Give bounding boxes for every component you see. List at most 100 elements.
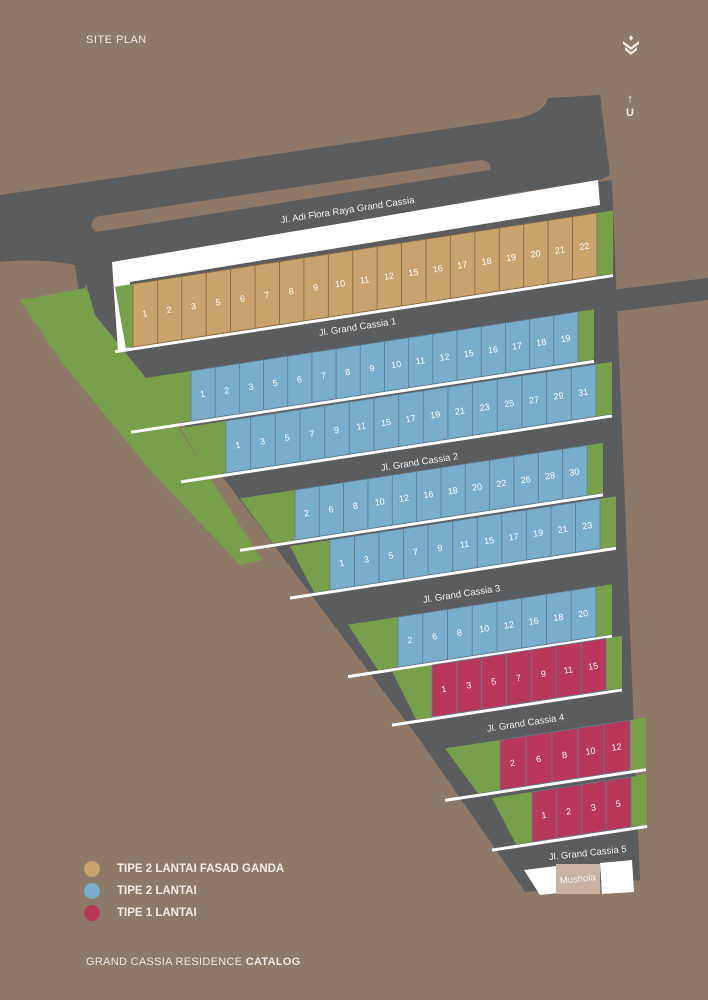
lot-row: 1 2 3 5: [491, 774, 648, 852]
lot-number: 7: [309, 429, 315, 440]
white-plot-left: [524, 866, 558, 895]
lot-number: 7: [412, 547, 418, 558]
north-indicator: ↑ U: [622, 92, 638, 120]
lot-number: 12: [439, 351, 450, 362]
lot-blue[interactable]: [570, 363, 597, 421]
lot-number: 6: [296, 374, 302, 385]
lot-number: 23: [479, 402, 490, 413]
lot-blue[interactable]: [575, 498, 601, 553]
lot-number: 5: [215, 297, 221, 308]
lot-number: 19: [505, 252, 516, 263]
lot-number: 8: [352, 500, 358, 511]
lot-number: 22: [496, 478, 507, 489]
legend-label: TIPE 2 LANTAI FASAD GANDA: [117, 863, 285, 875]
lot-number: 3: [259, 436, 265, 447]
lot-number: 5: [284, 432, 290, 443]
lot-number: 11: [356, 421, 367, 432]
lot-number: 9: [312, 282, 318, 293]
lot-boundary-line: [391, 688, 623, 727]
lot-number: 1: [142, 308, 148, 319]
lot-number: 6: [431, 631, 437, 642]
legend-item-tan: TIPE 2 LANTAI FASAD GANDA: [84, 858, 284, 880]
page-title: SITE PLAN: [86, 34, 147, 46]
lot-number: 9: [540, 669, 546, 680]
lot-number: 8: [345, 367, 351, 378]
lot-number: 19: [560, 333, 571, 344]
lot-number: 5: [490, 676, 496, 687]
lot-number: 23: [582, 520, 593, 531]
legend-label: TIPE 2 LANTAI: [117, 885, 197, 897]
lot-number: 8: [288, 286, 294, 297]
footer: GRAND CASSIA RESIDENCE CATALOG: [86, 956, 301, 968]
lot-number: 1: [235, 440, 241, 451]
legend-dot-icon: [84, 905, 100, 921]
lot-number: 6: [535, 754, 541, 765]
lot-number: 10: [374, 496, 385, 507]
green-space: [348, 617, 398, 671]
lot-number: 7: [320, 370, 326, 381]
lot-number: 17: [508, 531, 519, 542]
lot-number: 21: [557, 524, 568, 535]
green-space: [596, 361, 612, 417]
lot-blue[interactable]: [553, 311, 579, 366]
lot-number: 20: [530, 248, 541, 259]
legend-dot-icon: [84, 861, 100, 877]
lot-number: 20: [577, 608, 588, 619]
lot-number: 1: [441, 684, 447, 695]
lot-number: 3: [190, 301, 196, 312]
lot-blue[interactable]: [570, 586, 597, 641]
green-space: [181, 421, 226, 476]
lot-number: 20: [471, 481, 482, 492]
lot-number: 18: [481, 256, 492, 267]
lot-number: 1: [541, 810, 547, 821]
lot-tan[interactable]: [572, 212, 598, 281]
lot-boundary-line: [239, 493, 604, 552]
lot-number: 17: [511, 340, 522, 351]
lot-boundary-line: [180, 414, 613, 484]
lot-number: 19: [532, 527, 543, 538]
lot-number: 16: [528, 616, 539, 627]
lot-number: 5: [388, 550, 394, 561]
mushola-label: Mushola: [559, 872, 597, 887]
legend-item-blue: TIPE 2 LANTAI: [84, 880, 284, 902]
lot-number: 7: [264, 290, 270, 301]
lot-number: 26: [520, 474, 531, 485]
lot-boundary-line: [444, 768, 647, 802]
lot-number: 8: [456, 627, 462, 638]
green-space: [596, 584, 612, 637]
lot-number: 21: [454, 405, 465, 416]
legend-item-red: TIPE 1 LANTAI: [84, 902, 284, 924]
legend: TIPE 2 LANTAI FASAD GANDA TIPE 2 LANTAI …: [84, 858, 284, 924]
green-space: [290, 540, 330, 593]
lot-number: 16: [432, 263, 443, 274]
lot-number: 2: [565, 806, 571, 817]
white-plot-right: [600, 860, 634, 894]
lot-number: 11: [415, 355, 426, 366]
lot-blue[interactable]: [562, 444, 588, 500]
green-space: [587, 442, 603, 496]
lot-number: 17: [457, 259, 468, 270]
lot-number: 3: [248, 381, 254, 392]
lot-number: 22: [579, 241, 590, 252]
lot-red[interactable]: [603, 719, 631, 775]
lot-number: 3: [590, 802, 596, 813]
lot-number: 19: [430, 409, 441, 420]
road-median: [91, 160, 491, 232]
lot-number: 18: [553, 612, 564, 623]
lot-number: 5: [615, 798, 621, 809]
white-verge: [112, 180, 600, 352]
lot-number: 10: [390, 359, 401, 370]
lot-red[interactable]: [580, 637, 607, 695]
mushola-plot[interactable]: [556, 864, 600, 894]
lot-number: 18: [447, 485, 458, 496]
lot-number: 12: [383, 271, 394, 282]
lot-number: 15: [587, 661, 598, 672]
north-arrow-icon: ↑: [626, 91, 634, 106]
lot-red[interactable]: [605, 776, 632, 832]
